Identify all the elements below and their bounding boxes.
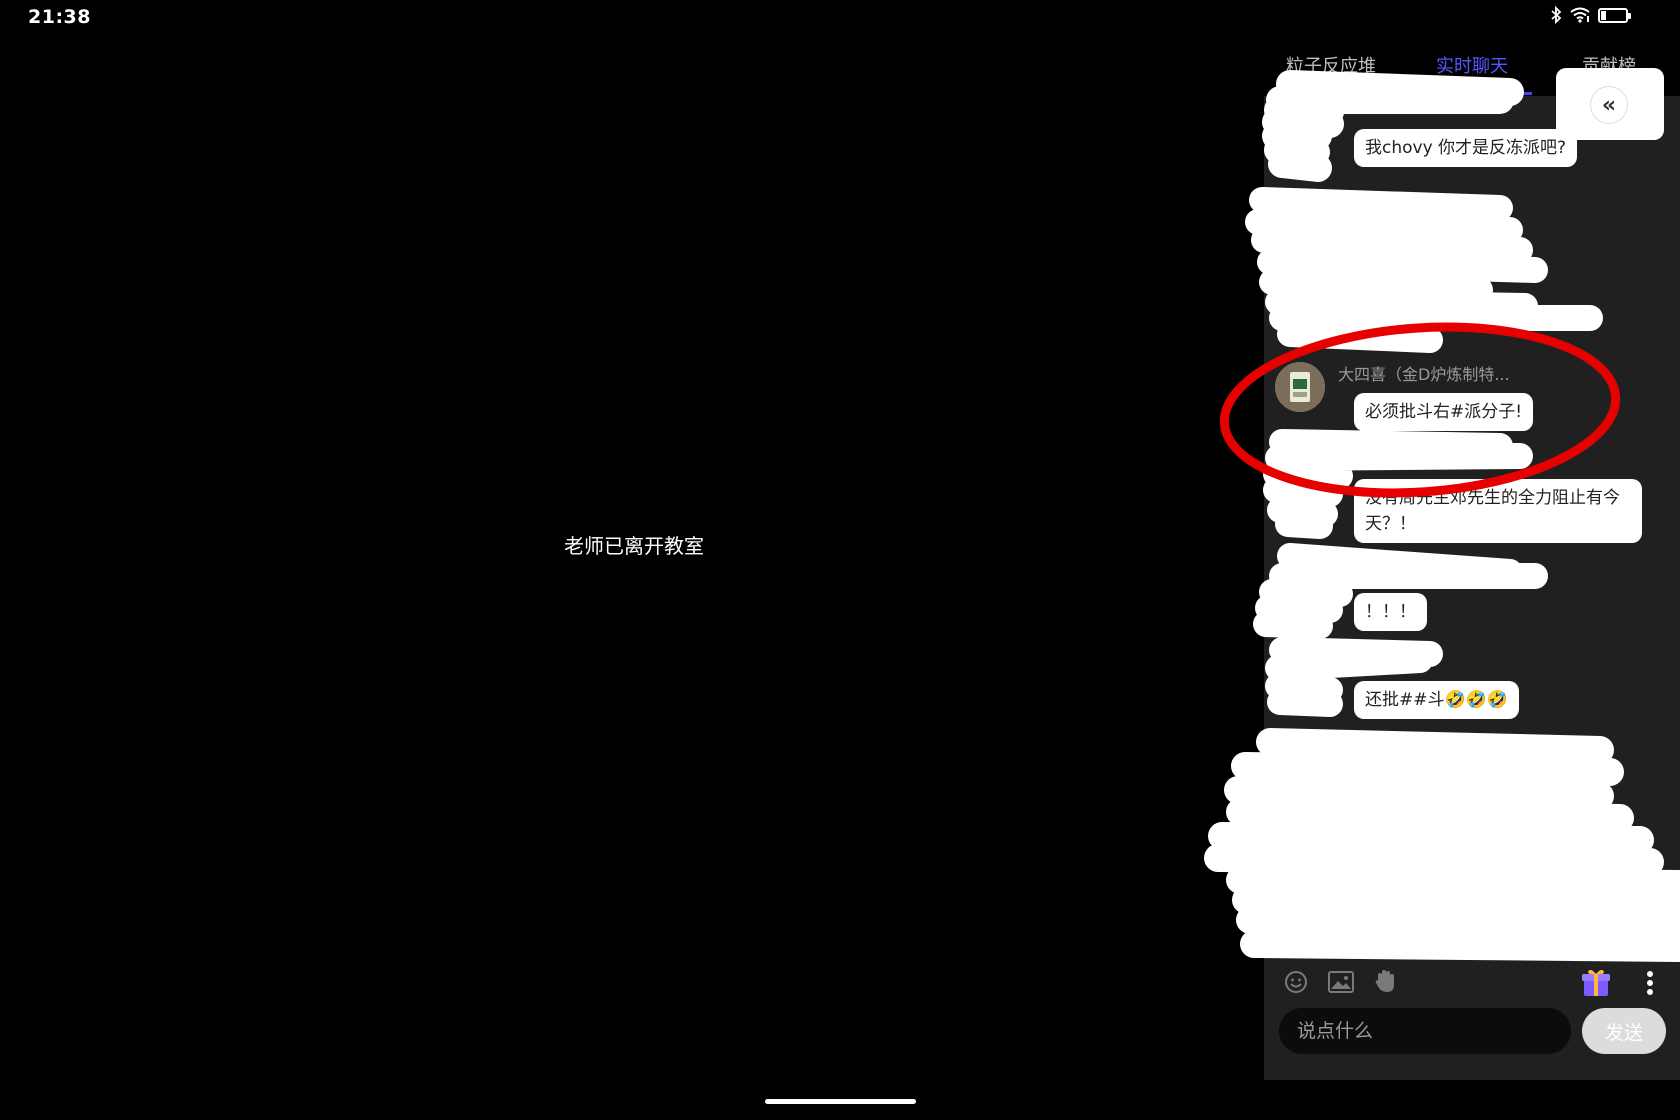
emoji-icon[interactable] bbox=[1284, 970, 1308, 998]
active-tab-indicator bbox=[1442, 92, 1532, 95]
chat-message-5: 还批##斗🤣🤣🤣 bbox=[1354, 681, 1519, 719]
chat-message-1: 我chovy 你才是反冻派吧? bbox=[1354, 129, 1578, 167]
collapse-panel-box: « bbox=[1556, 68, 1664, 140]
tab-live-chat[interactable]: 实时聊天 bbox=[1436, 56, 1508, 77]
chevron-double-left-icon: « bbox=[1601, 92, 1617, 118]
chat-message-4: ！！！ bbox=[1354, 593, 1427, 631]
home-indicator[interactable] bbox=[765, 1099, 916, 1104]
chat-message-2: 必须批斗右#派分子! bbox=[1354, 393, 1534, 431]
gift-icon[interactable] bbox=[1580, 966, 1612, 1002]
avatar[interactable] bbox=[1275, 362, 1325, 412]
chat-message-3: 没有周先生邓先生的全力阻止有今天？！ bbox=[1354, 479, 1642, 543]
image-icon[interactable] bbox=[1328, 971, 1354, 997]
bluetooth-icon bbox=[1550, 6, 1562, 24]
system-icons: 19 bbox=[1550, 6, 1631, 24]
sender-name: 大四喜（金D炉炼制特... bbox=[1338, 365, 1510, 384]
tab-particle-reactor[interactable]: 粒子反应堆 bbox=[1286, 56, 1376, 77]
status-bar: 21:38 19 bbox=[0, 0, 1680, 36]
wifi-icon bbox=[1570, 7, 1590, 23]
battery-icon: 19 bbox=[1598, 7, 1631, 23]
battery-level: 19 bbox=[1606, 9, 1620, 21]
chat-input[interactable] bbox=[1279, 1008, 1571, 1054]
chat-panel: 粒子反应堆 实时聊天 贡献榜 bbox=[1264, 44, 1680, 1080]
send-button[interactable]: 发送 bbox=[1582, 1008, 1666, 1054]
more-icon[interactable] bbox=[1646, 970, 1654, 1000]
collapse-panel-button[interactable]: « bbox=[1590, 86, 1628, 124]
raise-hand-icon[interactable] bbox=[1374, 968, 1396, 998]
teacher-left-message: 老师已离开教室 bbox=[564, 534, 704, 558]
clock: 21:38 bbox=[28, 6, 91, 28]
